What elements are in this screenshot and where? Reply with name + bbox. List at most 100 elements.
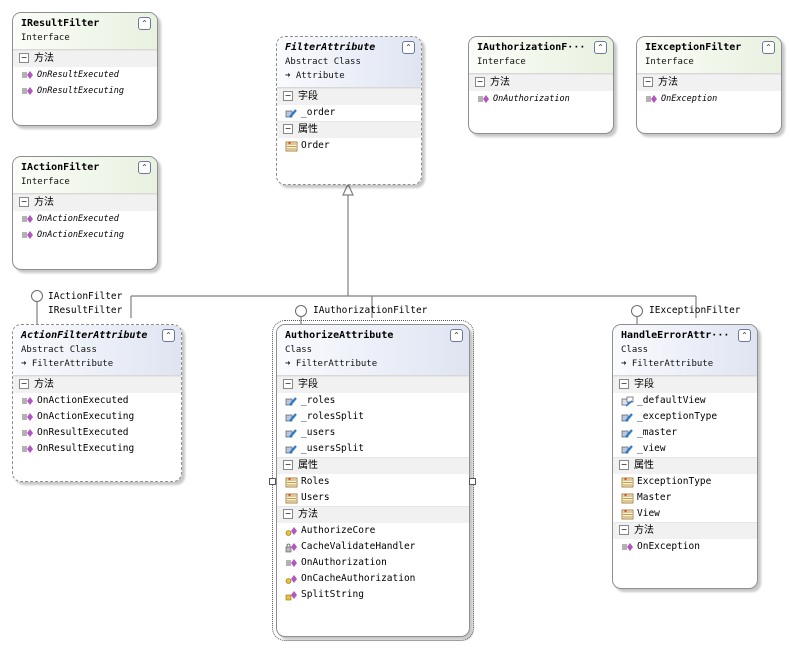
method-item[interactable]: OnActionExecuting [13, 409, 181, 425]
field-item[interactable]: _exceptionType [613, 409, 757, 425]
field-icon [285, 413, 297, 422]
property-item[interactable]: ExceptionType [613, 474, 757, 490]
method-item[interactable]: OnResultExecuted [13, 67, 157, 83]
toggle-icon[interactable]: − [619, 525, 629, 535]
method-name: OnResultExecuted [37, 70, 119, 80]
method-item[interactable]: SplitString [277, 587, 469, 603]
method-name: OnAuthorization [301, 557, 387, 568]
toggle-icon[interactable]: − [19, 53, 29, 63]
field-icon [621, 413, 633, 422]
section-label: 方法 [34, 197, 54, 208]
resize-handle[interactable] [269, 478, 276, 485]
method-icon [286, 559, 297, 567]
toggle-icon[interactable]: − [283, 91, 293, 101]
filterattribute-name: FilterAttribute [285, 42, 376, 53]
field-item[interactable]: _defaultView [613, 393, 757, 409]
methods-section-header[interactable]: −方法 [277, 506, 469, 523]
collapse-button[interactable]: ⌃ [162, 329, 175, 342]
field-item[interactable]: _view [613, 441, 757, 457]
method-item[interactable]: OnActionExecuted [13, 393, 181, 409]
property-item[interactable]: Users [277, 490, 469, 506]
method-item[interactable]: OnException [613, 539, 757, 555]
field-item[interactable]: _master [613, 425, 757, 441]
properties-section-header[interactable]: −属性 [277, 121, 421, 138]
filterattribute-box[interactable]: FilterAttribute Abstract Class ➜ Attribu… [276, 36, 422, 185]
property-icon [621, 509, 634, 520]
toggle-icon[interactable]: − [283, 460, 293, 470]
field-item[interactable]: _usersSplit [277, 441, 469, 457]
iexceptionfilter-name: IExceptionFilter [645, 42, 742, 53]
property-icon [285, 141, 298, 152]
toggle-icon[interactable]: − [283, 124, 293, 134]
method-name: OnActionExecuting [37, 411, 135, 422]
section-label: 方法 [658, 77, 678, 88]
field-item[interactable]: _order [277, 105, 421, 121]
method-item[interactable]: OnResultExecuting [13, 441, 181, 457]
property-item[interactable]: Roles [277, 474, 469, 490]
property-name: Order [301, 140, 330, 151]
field-item[interactable]: _roles [277, 393, 469, 409]
field-name: _defaultView [637, 395, 706, 406]
iauthorizationfilter-box[interactable]: IAuthorizationF··· Interface ⌃ −方法 OnAut… [468, 36, 614, 134]
toggle-icon[interactable]: − [283, 379, 293, 389]
method-item[interactable]: OnCacheAuthorization [277, 571, 469, 587]
method-item[interactable]: OnException [637, 91, 781, 107]
method-item[interactable]: OnResultExecuted [13, 425, 181, 441]
iresultfilter-box[interactable]: IResultFilter Interface ⌃ −方法 OnResultEx… [12, 12, 158, 126]
fields-section-header[interactable]: −字段 [613, 376, 757, 393]
interface-lollipop-icon [31, 290, 43, 302]
methods-section-header[interactable]: −方法 [13, 376, 181, 393]
property-name: ExceptionType [637, 476, 712, 487]
actionfilterattribute-box[interactable]: ActionFilterAttribute Abstract Class ➜ F… [12, 324, 182, 482]
collapse-button[interactable]: ⌃ [762, 41, 775, 54]
properties-section-header[interactable]: −属性 [613, 457, 757, 474]
authorizeattribute-name: AuthorizeAttribute [285, 330, 394, 341]
toggle-icon[interactable]: − [19, 197, 29, 207]
field-item[interactable]: _rolesSplit [277, 409, 469, 425]
implements-label-authorizationfilter: IAuthorizationFilter [313, 305, 428, 316]
properties-section-header[interactable]: −属性 [277, 457, 469, 474]
method-item[interactable]: OnResultExecuting [13, 83, 157, 99]
collapse-button[interactable]: ⌃ [450, 329, 463, 342]
method-item[interactable]: OnActionExecuted [13, 211, 157, 227]
internal-method-icon [285, 591, 297, 601]
toggle-icon[interactable]: − [643, 77, 653, 87]
method-item[interactable]: OnActionExecuting [13, 227, 157, 243]
methods-section-header[interactable]: −方法 [637, 74, 781, 91]
toggle-icon[interactable]: − [619, 379, 629, 389]
collapse-button[interactable]: ⌃ [594, 41, 607, 54]
method-item[interactable]: CacheValidateHandler [277, 539, 469, 555]
method-item[interactable]: OnAuthorization [469, 91, 613, 107]
fields-section-header[interactable]: −字段 [277, 376, 469, 393]
field-name: _view [637, 443, 666, 454]
authorizeattribute-box[interactable]: AuthorizeAttribute Class ➜ FilterAttribu… [272, 320, 474, 641]
iactionfilter-box[interactable]: IActionFilter Interface ⌃ −方法 OnActionEx… [12, 156, 158, 270]
property-icon [621, 477, 634, 488]
methods-section-header[interactable]: −方法 [613, 522, 757, 539]
toggle-icon[interactable]: − [619, 460, 629, 470]
toggle-icon[interactable]: − [283, 509, 293, 519]
collapse-button[interactable]: ⌃ [138, 161, 151, 174]
methods-section-header[interactable]: −方法 [13, 50, 157, 67]
collapse-button[interactable]: ⌃ [738, 329, 751, 342]
iauthorizationfilter-kind: Interface [477, 57, 526, 67]
field-item[interactable]: _users [277, 425, 469, 441]
methods-section-header[interactable]: −方法 [469, 74, 613, 91]
property-item[interactable]: Order [277, 138, 421, 154]
inherits-arrow-icon: ➜ [621, 359, 632, 369]
collapse-button[interactable]: ⌃ [402, 41, 415, 54]
resize-handle[interactable] [469, 478, 476, 485]
property-item[interactable]: View [613, 506, 757, 522]
handleerrorattribute-box[interactable]: HandleErrorAttr··· Class ➜ FilterAttribu… [612, 324, 758, 589]
method-name: OnException [661, 94, 718, 104]
collapse-button[interactable]: ⌃ [138, 17, 151, 30]
base-class-name: Attribute [295, 71, 345, 81]
fields-section-header[interactable]: −字段 [277, 88, 421, 105]
methods-section-header[interactable]: −方法 [13, 194, 157, 211]
method-item[interactable]: AuthorizeCore [277, 523, 469, 539]
iexceptionfilter-box[interactable]: IExceptionFilter Interface ⌃ −方法 OnExcep… [636, 36, 782, 134]
toggle-icon[interactable]: − [475, 77, 485, 87]
method-item[interactable]: OnAuthorization [277, 555, 469, 571]
property-item[interactable]: Master [613, 490, 757, 506]
toggle-icon[interactable]: − [19, 379, 29, 389]
